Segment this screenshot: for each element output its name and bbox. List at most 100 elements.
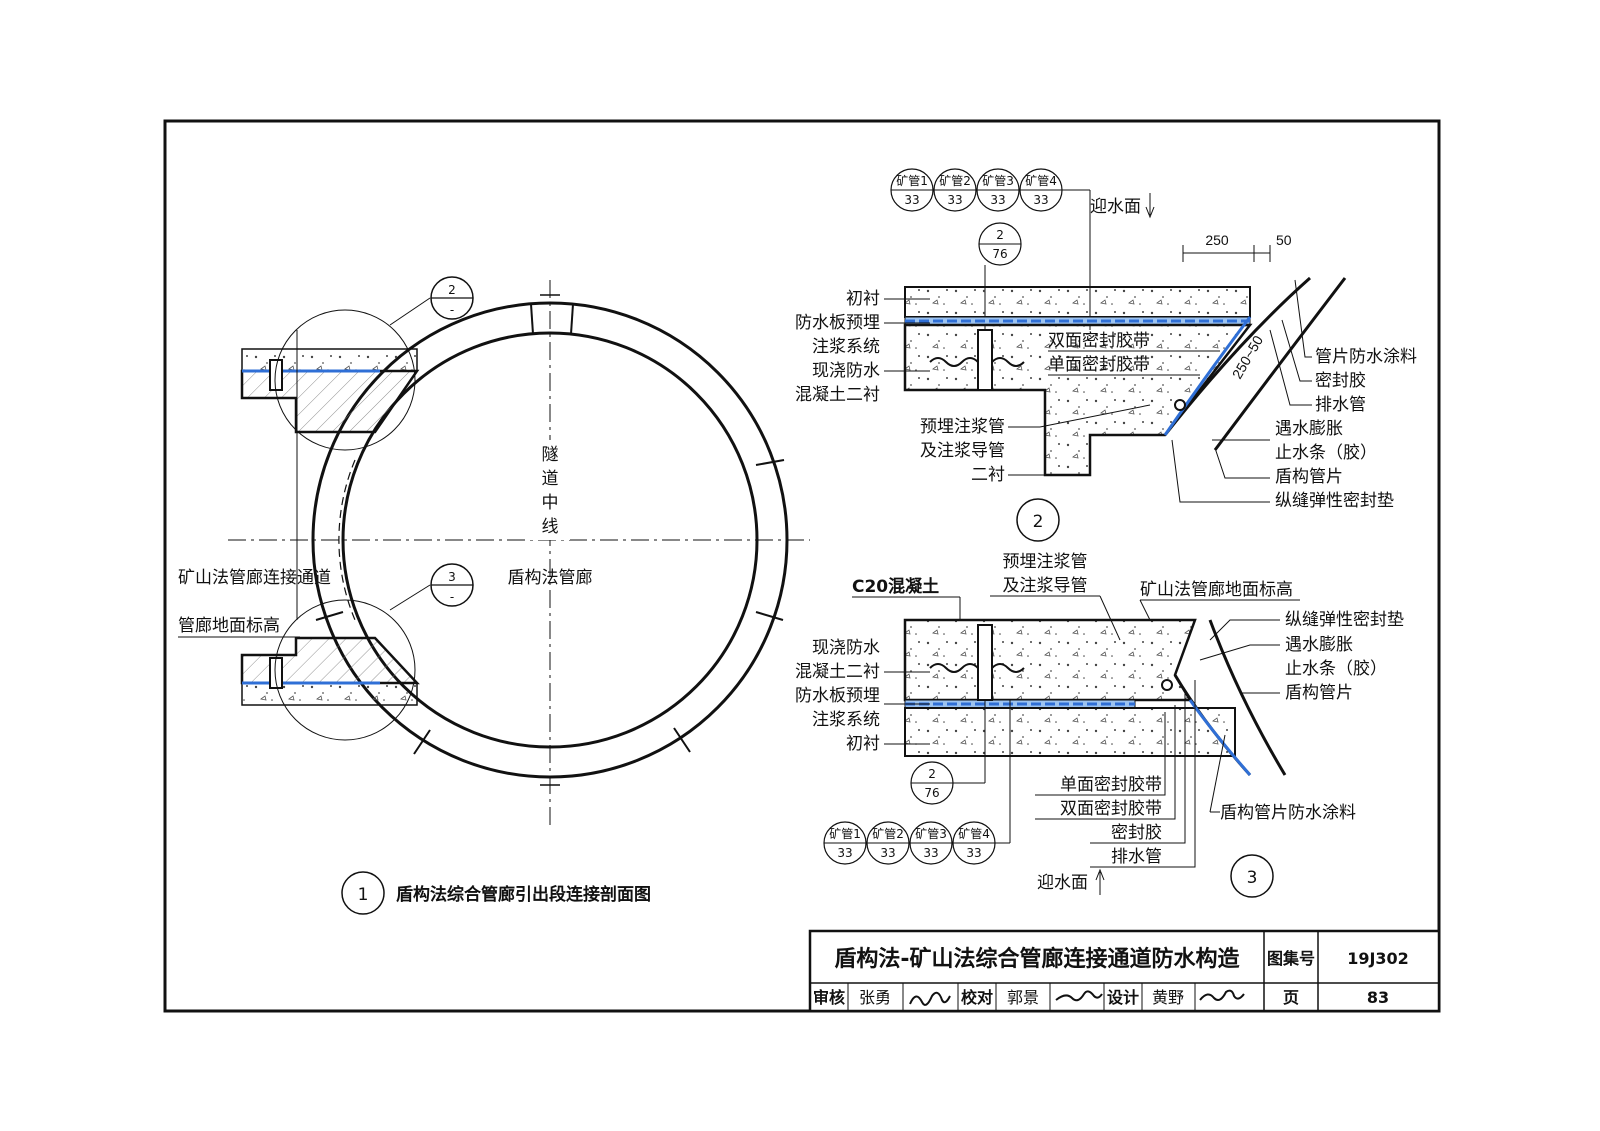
d3-label-sealant: 密封胶 bbox=[1111, 823, 1162, 843]
shield-gallery-label: 盾构法管廊 bbox=[508, 568, 593, 588]
svg-text:矿管3: 矿管3 bbox=[982, 173, 1014, 188]
svg-text:33: 33 bbox=[990, 193, 1005, 207]
d3-label-floor: 矿山法管廊地面标高 bbox=[1140, 580, 1293, 600]
detail-3-upstream: 迎水面 bbox=[1037, 873, 1088, 893]
d3-label-c20: C20混凝土 bbox=[852, 576, 939, 597]
d2-label-double-tape: 双面密封胶带 bbox=[1048, 331, 1150, 351]
d2-label-segment: 盾构管片 bbox=[1275, 467, 1343, 487]
page-number: 83 bbox=[1367, 988, 1389, 1007]
svg-text:矿管1: 矿管1 bbox=[896, 173, 928, 188]
d3-label-double-tape: 双面密封胶带 bbox=[1060, 799, 1162, 819]
d3-label-grout-1: 预埋注浆管 bbox=[1003, 552, 1088, 572]
svg-text:76: 76 bbox=[924, 786, 939, 800]
detail-1-caption: 盾构法综合管廊引出段连接剖面图 bbox=[396, 884, 651, 905]
d3-label-primary-lining: 初衬 bbox=[846, 734, 880, 754]
svg-text:矿管2: 矿管2 bbox=[939, 173, 971, 188]
page-label: 页 bbox=[1283, 988, 1299, 1007]
atlas-number: 19J302 bbox=[1347, 949, 1409, 968]
detail-3-callout[interactable]: 3 - bbox=[430, 563, 474, 607]
title-block: 盾构法-矿山法综合管廊连接通道防水构造 图集号 19J302 审核 张勇 校对 … bbox=[808, 929, 1441, 1013]
svg-text:2: 2 bbox=[448, 283, 456, 297]
d3-label-swell-1: 遇水膨胀 bbox=[1285, 635, 1353, 655]
drawing-title: 盾构法-矿山法综合管廊连接通道防水构造 bbox=[834, 946, 1239, 972]
check-label: 校对 bbox=[961, 988, 993, 1007]
d2-label-gasket: 纵缝弹性密封垫 bbox=[1275, 491, 1394, 511]
svg-text:76: 76 bbox=[992, 247, 1007, 261]
d3-label-membrane-1: 防水板预埋 bbox=[795, 686, 880, 706]
reviewer-name: 张勇 bbox=[859, 988, 891, 1007]
d3-label-gasket: 纵缝弹性密封垫 bbox=[1285, 610, 1404, 630]
designer-name: 黄野 bbox=[1152, 988, 1184, 1007]
svg-text:33: 33 bbox=[837, 846, 852, 860]
d2-label-drain-pipe: 排水管 bbox=[1315, 395, 1366, 415]
svg-text:33: 33 bbox=[966, 846, 981, 860]
centerline-char-1: 隧 bbox=[542, 445, 559, 465]
detail-1-number bbox=[341, 871, 385, 915]
svg-text:2: 2 bbox=[928, 767, 936, 781]
svg-text:33: 33 bbox=[1033, 193, 1048, 207]
detail-2-ref-76[interactable]: 2 76 bbox=[978, 222, 1022, 266]
checker-signature bbox=[1055, 990, 1103, 1002]
centerline-char-2: 道 bbox=[542, 469, 559, 489]
svg-text:矿管2: 矿管2 bbox=[872, 826, 904, 841]
detail-1-section: 2 - 3 - 隧 道 中 线 盾构法管廊 矿山法管廊连接通道 管廊地面标高 1… bbox=[178, 276, 810, 915]
svg-text:矿管4: 矿管4 bbox=[1025, 173, 1057, 188]
svg-text:-: - bbox=[450, 590, 454, 604]
d2-label-cast-1: 现浇防水 bbox=[812, 361, 880, 381]
svg-text:2: 2 bbox=[1033, 512, 1044, 532]
svg-text:1: 1 bbox=[358, 885, 369, 905]
d3-label-drain-pipe: 排水管 bbox=[1111, 847, 1162, 867]
svg-text:矿管3: 矿管3 bbox=[915, 826, 947, 841]
review-label: 审核 bbox=[813, 988, 845, 1007]
d2-label-cast-2: 混凝土二衬 bbox=[795, 385, 880, 405]
mine-channel-label: 矿山法管廊连接通道 bbox=[178, 568, 331, 588]
d2-label-grout-pipe-2: 及注浆导管 bbox=[920, 441, 1005, 461]
detail-3-ref-76[interactable]: 2 76 bbox=[910, 761, 954, 805]
d2-label-membrane-2: 注浆系统 bbox=[812, 337, 880, 357]
d2-label-primary-lining: 初衬 bbox=[846, 289, 880, 309]
detail-2-section: 矿管1 33 矿管2 33 矿管3 33 矿管4 33 2 76 bbox=[795, 168, 1417, 542]
detail-3-number bbox=[1230, 854, 1274, 898]
detail-2-refs-top[interactable]: 矿管1 33 矿管2 33 矿管3 33 矿管4 33 bbox=[890, 168, 1063, 212]
sheet-frame bbox=[163, 119, 1441, 1013]
svg-text:2: 2 bbox=[996, 228, 1004, 242]
d2-label-swell-2: 止水条（胶） bbox=[1275, 443, 1377, 463]
svg-text:3: 3 bbox=[448, 570, 456, 584]
centerline-char-4: 线 bbox=[542, 517, 559, 537]
d3-label-coating: 盾构管片防水涂料 bbox=[1220, 803, 1356, 823]
d3-label-cast-1: 现浇防水 bbox=[812, 638, 880, 658]
centerline-char-3: 中 bbox=[542, 493, 559, 513]
reviewer-signature bbox=[909, 991, 951, 1006]
design-label: 设计 bbox=[1107, 988, 1139, 1007]
detail-2-upstream: 迎水面 bbox=[1090, 197, 1141, 217]
designer-signature bbox=[1199, 989, 1245, 1001]
d2-label-secondary-lining: 二衬 bbox=[971, 465, 1005, 485]
d2-label-grout-pipe-1: 预埋注浆管 bbox=[920, 417, 1005, 437]
checker-name: 郭景 bbox=[1007, 988, 1039, 1007]
detail-3-section: C20混凝土 预埋注浆管 及注浆导管 矿山法管廊地面标高 纵缝弹性密封垫 遇水膨… bbox=[795, 552, 1404, 898]
detail-3-refs-bottom[interactable]: 矿管1 33 矿管2 33 矿管3 33 矿管4 33 bbox=[823, 821, 996, 865]
d3-label-swell-2: 止水条（胶） bbox=[1285, 659, 1387, 679]
d2-label-sealant: 密封胶 bbox=[1315, 371, 1366, 391]
svg-text:33: 33 bbox=[904, 193, 919, 207]
detail-2-number bbox=[1016, 498, 1060, 542]
svg-text:3: 3 bbox=[1247, 868, 1258, 888]
svg-text:矿管1: 矿管1 bbox=[829, 826, 861, 841]
svg-text:33: 33 bbox=[947, 193, 962, 207]
svg-text:33: 33 bbox=[923, 846, 938, 860]
svg-text:矿管4: 矿管4 bbox=[958, 826, 990, 841]
d3-label-segment: 盾构管片 bbox=[1285, 683, 1353, 703]
d3-label-single-tape: 单面密封胶带 bbox=[1060, 775, 1162, 795]
d2-label-single-tape: 单面密封胶带 bbox=[1048, 355, 1150, 375]
floor-elevation-label: 管廊地面标高 bbox=[178, 616, 280, 636]
detail-2-callout[interactable]: 2 - bbox=[430, 276, 474, 320]
atlas-label: 图集号 bbox=[1267, 949, 1315, 968]
dim-50: 50 bbox=[1276, 232, 1292, 248]
d3-label-grout-2: 及注浆导管 bbox=[1003, 576, 1088, 596]
d3-label-cast-2: 混凝土二衬 bbox=[795, 662, 880, 682]
d2-label-swell-1: 遇水膨胀 bbox=[1275, 419, 1343, 439]
dim-250: 250 bbox=[1205, 232, 1229, 248]
svg-text:33: 33 bbox=[880, 846, 895, 860]
d2-label-membrane-1: 防水板预埋 bbox=[795, 313, 880, 333]
